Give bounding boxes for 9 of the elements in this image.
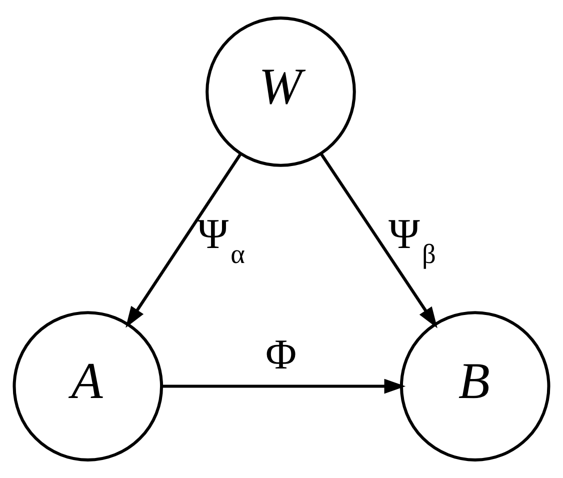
node-circle: W (206, 16, 356, 167)
edge-label: Ψ$_{α}$ (197, 210, 245, 269)
arrow (162, 378, 406, 394)
arrow (126, 152, 242, 328)
arrow (320, 152, 438, 328)
node-circle: B (400, 311, 550, 462)
edge-label: Ψ$_{β}$ (388, 210, 436, 269)
node-circle: A (12, 311, 164, 462)
edge-label: Φ (266, 332, 297, 379)
